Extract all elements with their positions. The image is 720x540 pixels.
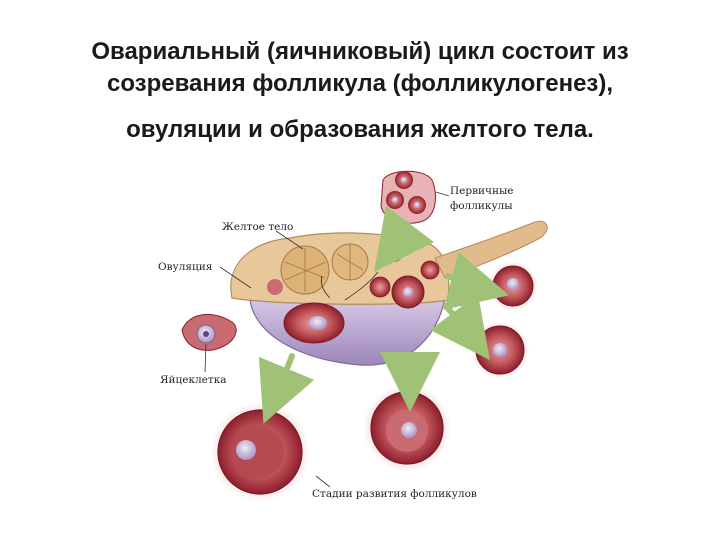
ovulation-site	[181, 313, 237, 351]
ovary-follicles	[267, 248, 440, 344]
primary-follicles	[380, 170, 436, 224]
title-line-1: Овариальный (яичниковый) цикл состоит из	[91, 38, 629, 65]
title-line-3: овуляции и образования желтого тела.	[126, 116, 594, 143]
label-primary-follicles-line1: Первичные	[450, 185, 514, 197]
label-corpus-luteum: Желтое тело	[222, 221, 293, 233]
slide-title: Овариальный (яичниковый) цикл состоит из…	[20, 36, 700, 146]
corpus-luteum	[280, 243, 369, 295]
label-follicle-stages: Стадии развития фолликулов	[312, 488, 477, 500]
label-ovulation: Овуляция	[158, 261, 213, 273]
follicle-stage-4	[210, 402, 310, 502]
ovary-base	[249, 297, 446, 366]
label-egg-cell: Яйцеклетка	[160, 374, 227, 386]
follicle-stage-3	[363, 384, 451, 472]
label-primary-follicles-line2: фолликулы	[450, 200, 513, 212]
title-line-2: созревания фолликула (фолликулогенез),	[106, 70, 614, 97]
progression-arrows	[258, 206, 510, 424]
pointer-lines	[204, 191, 450, 488]
follicle-stage-1	[488, 261, 538, 311]
follicle-stage-2	[471, 321, 529, 379]
